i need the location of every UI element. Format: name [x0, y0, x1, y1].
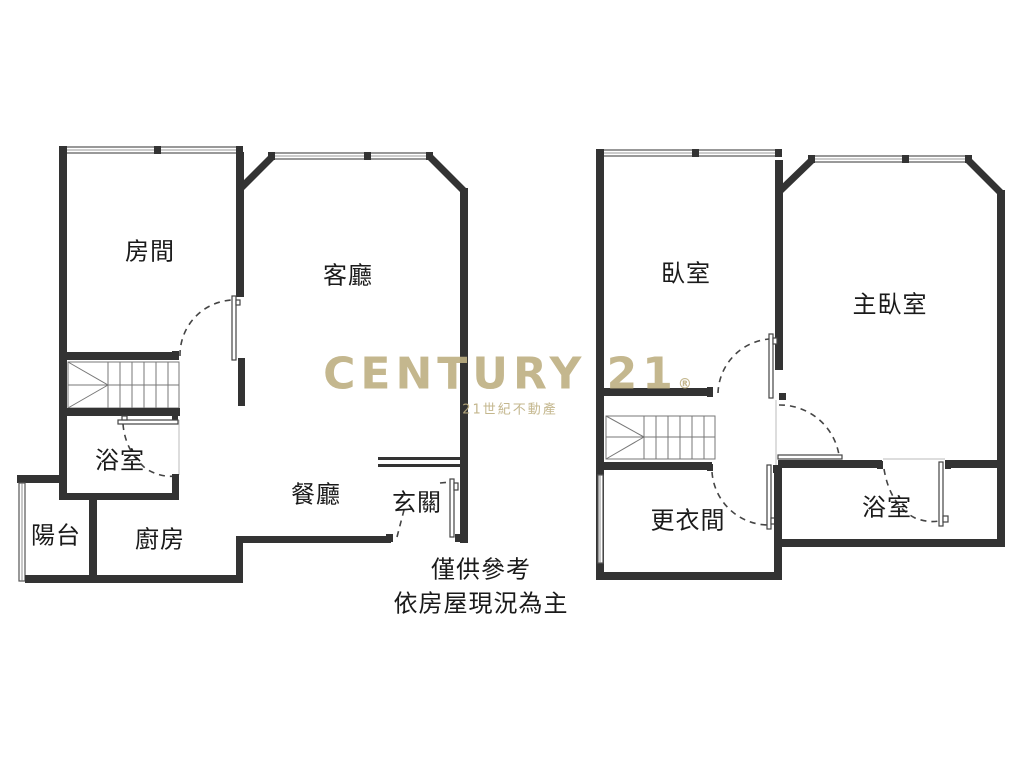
door-master-bedroom [717, 333, 786, 400]
watermark-brand: CENTURY 21 [323, 348, 678, 400]
room-label-living-room: 客廳 [323, 261, 373, 290]
century21-watermark: CENTURY 21® [323, 349, 697, 400]
staircase-left [67, 361, 180, 409]
door-hall [777, 404, 843, 460]
window-closet-left [597, 474, 604, 564]
room-label-master-bedroom: 主臥室 [852, 290, 928, 319]
wall [59, 146, 67, 499]
window-living-top [268, 152, 433, 160]
window-balcony [18, 482, 26, 582]
window-bedroom-top [65, 146, 241, 154]
door-bathroom-left [117, 415, 180, 478]
room-label-walk-in-closet: 更衣間 [650, 506, 726, 535]
room-label-dining-room: 餐廳 [291, 480, 341, 509]
window-master-top [808, 155, 972, 163]
window-bedroom2-top [602, 149, 782, 157]
watermark-subtitle: 21世紀不動產 [462, 402, 558, 418]
door-entrance [396, 478, 461, 542]
room-label-bedroom: 房間 [125, 237, 175, 266]
right-floor-plan [596, 149, 1005, 580]
door-bedroom [179, 295, 241, 361]
disclaimer-line-2: 依房屋現況為主 [393, 589, 569, 618]
room-label-bathroom: 浴室 [95, 446, 145, 475]
registered-mark: ® [677, 376, 697, 393]
left-floor-plan [17, 146, 468, 583]
room-label-balcony: 陽台 [31, 521, 81, 550]
door-master-bathroom [883, 461, 949, 527]
room-label-master-bathroom: 浴室 [862, 493, 912, 522]
room-label-kitchen: 廚房 [135, 525, 185, 554]
staircase-right [605, 415, 716, 460]
room-label-bedroom-2: 臥室 [661, 259, 711, 288]
disclaimer-line-1: 僅供參考 [431, 555, 531, 584]
room-label-entrance: 玄關 [392, 488, 442, 517]
